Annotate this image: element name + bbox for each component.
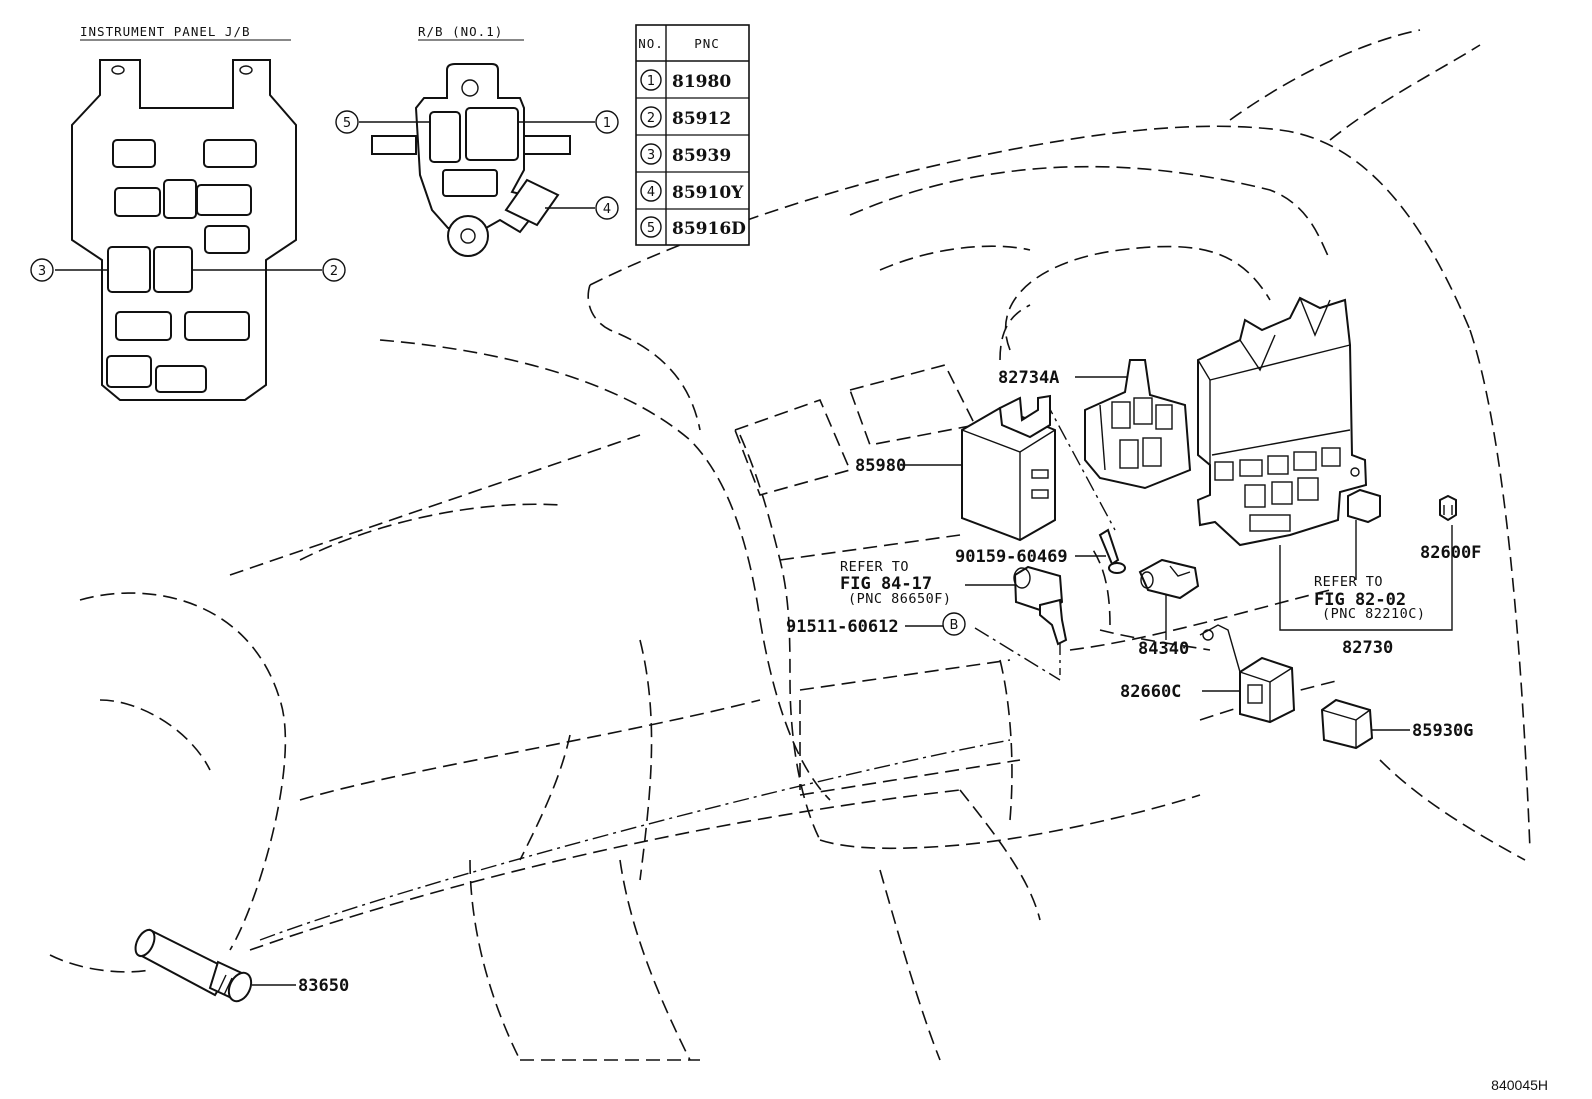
label-82730: 82730	[1342, 638, 1393, 658]
label-82660c: 82660C	[1120, 682, 1181, 702]
table-row: 2 85912	[640, 106, 731, 129]
rb-callout-4: 4	[603, 202, 611, 217]
svg-text:2: 2	[647, 111, 655, 126]
table-cell-pnc: 85910Y	[672, 183, 744, 203]
part-82660c-connector: 82660C	[1120, 624, 1296, 724]
part-82734a-connector: 82734A	[998, 359, 1192, 490]
figure-code: 840045H	[1491, 1077, 1548, 1093]
svg-text:5: 5	[647, 221, 655, 236]
rb-callout-5: 5	[343, 116, 351, 131]
label-84340: 84340	[1138, 639, 1189, 659]
part-84340-switch: 84340	[1138, 558, 1200, 659]
part-86650f-relay: REFER TO FIG 84-17 (PNC 86650F)	[840, 559, 1068, 646]
svg-text:3: 3	[647, 148, 655, 163]
svg-text:1: 1	[647, 74, 655, 89]
refer2-line2: FIG 82-02	[1314, 590, 1406, 610]
table-header-pnc: PNC	[694, 36, 720, 51]
svg-text:4: 4	[647, 185, 655, 200]
rb-callout-1: 1	[603, 116, 611, 131]
label-82600f: 82600F	[1420, 543, 1481, 563]
part-85930g-relay: 85930G	[1320, 698, 1473, 750]
label-91511: 91511-60612	[786, 617, 899, 637]
part-82730-junction-block: 82730	[1196, 296, 1453, 658]
pnc-table: NO. PNC 1 81980 2 85912 3 85939 4 85910Y…	[635, 24, 750, 246]
part-90159-bolt: 90159-60469	[955, 528, 1126, 574]
refer2-line3: (PNC 82210C)	[1322, 606, 1426, 622]
relay-block-inset: R/B (NO.1) 5 1 4	[335, 24, 619, 257]
table-cell-pnc: 81980	[672, 72, 731, 92]
table-cell-pnc: 85939	[672, 146, 731, 166]
table-cell-pnc: 85912	[672, 109, 731, 129]
refer2-line1: REFER TO	[1314, 574, 1383, 590]
label-82734a: 82734A	[998, 368, 1059, 388]
label-85980: 85980	[855, 456, 906, 476]
label-90159: 90159-60469	[955, 547, 1068, 567]
dashboard-outline	[49, 29, 1531, 1061]
label-85930g: 85930G	[1412, 721, 1473, 741]
jb-callout-3: 3	[38, 264, 46, 279]
jb-title: INSTRUMENT PANEL J/B	[80, 24, 251, 39]
rb-title: R/B (NO.1)	[418, 24, 503, 39]
part-85980-module: 85980	[855, 394, 1056, 542]
table-row: 1 81980	[640, 69, 731, 92]
label-83650: 83650	[298, 976, 349, 996]
instrument-panel-jb-inset: INSTRUMENT PANEL J/B 3 2	[30, 24, 346, 401]
bolt-mark: B	[950, 618, 959, 633]
jb-callout-2: 2	[330, 264, 338, 279]
table-header-no: NO.	[638, 36, 664, 51]
part-small-relay: REFER TO FIG 82-02 (PNC 82210C)	[1314, 488, 1426, 622]
refer1-line1: REFER TO	[840, 559, 909, 575]
table-cell-pnc: 85916D	[672, 219, 746, 239]
refer1-line2: FIG 84-17	[840, 574, 932, 594]
table-row: 5 85916D	[640, 216, 746, 239]
table-row: 3 85939	[640, 143, 731, 166]
part-82600f-fuse: 82600F	[1420, 494, 1481, 563]
part-83650-switch: 83650	[134, 928, 349, 1003]
table-row: 4 85910Y	[640, 180, 744, 203]
refer1-line3: (PNC 86650F)	[848, 591, 952, 607]
part-91511-screw: B 91511-60612	[786, 612, 966, 637]
